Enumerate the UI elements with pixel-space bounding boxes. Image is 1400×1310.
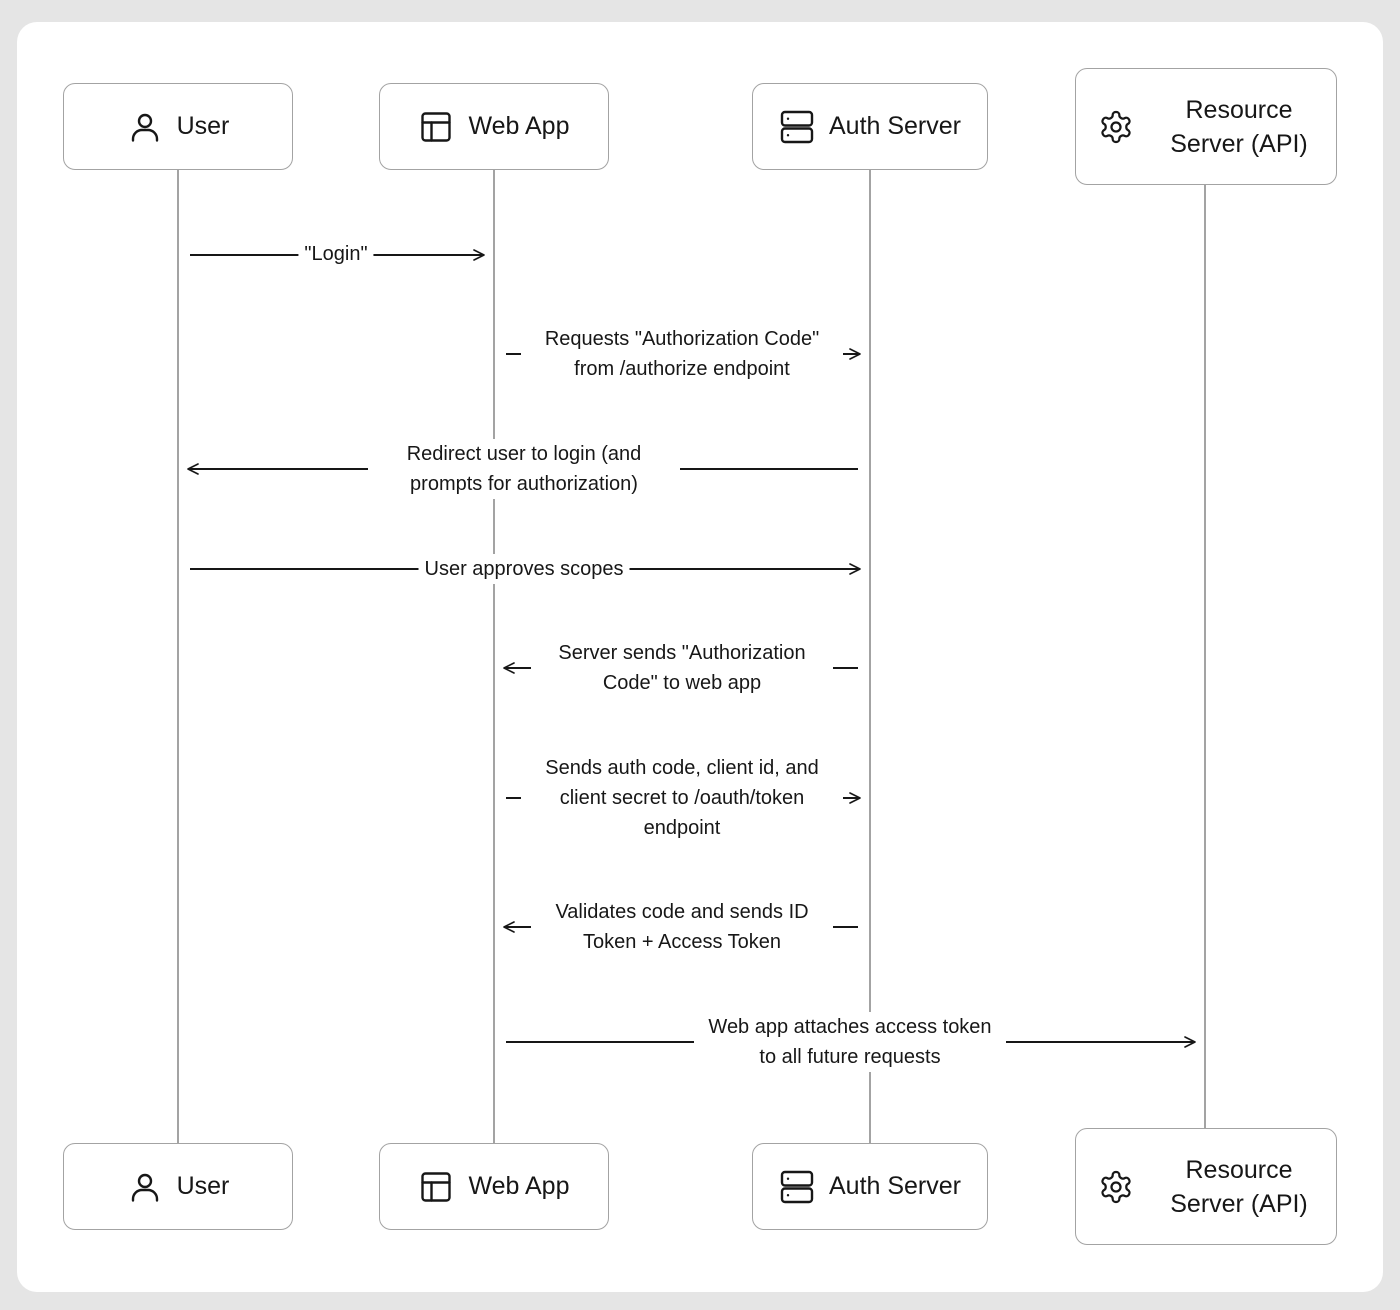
participant-user-top: User [63, 83, 293, 170]
participant-label: Auth Server [828, 1172, 961, 1200]
message-label-token-request: Sends auth code, client id, and client s… [521, 753, 843, 843]
layout-icon [418, 109, 454, 145]
participant-auth-server-top: Auth Server [752, 83, 988, 170]
participant-label: Auth Server [828, 112, 961, 140]
server-icon [779, 109, 815, 145]
user-icon [127, 109, 163, 145]
message-label-approve-scopes: User approves scopes [418, 554, 630, 584]
participant-label: Resource Server (API) [1170, 95, 1308, 158]
participant-user-bottom: User [63, 1143, 293, 1230]
participant-label: Resource Server (API) [1170, 1155, 1308, 1218]
participant-web-app-top: Web App [379, 83, 609, 170]
message-label-validate-and-send-tokens: Validates code and sends ID Token + Acce… [531, 897, 833, 957]
message-label-send-authorization-code: Server sends "Authorization Code" to web… [531, 638, 833, 698]
message-label-redirect-to-login: Redirect user to login (and prompts for … [368, 439, 680, 499]
gear-icon [1098, 109, 1134, 145]
participant-label: Web App [468, 1172, 570, 1200]
user-icon [127, 1169, 163, 1205]
layout-icon [418, 1169, 454, 1205]
participant-resource-server-bottom: Resource Server (API) [1075, 1128, 1337, 1245]
participant-web-app-bottom: Web App [379, 1143, 609, 1230]
participant-auth-server-bottom: Auth Server [752, 1143, 988, 1230]
message-label-attach-access-token: Web app attaches access token to all fut… [694, 1012, 1006, 1072]
server-icon [779, 1169, 815, 1205]
message-label-request-authorization-code: Requests "Authorization Code" from /auth… [521, 324, 843, 384]
message-label-login: "Login" [298, 239, 374, 269]
participant-resource-server-top: Resource Server (API) [1075, 68, 1337, 185]
participant-label: User [176, 1172, 230, 1200]
participant-label: User [176, 112, 230, 140]
participant-label: Web App [468, 112, 570, 140]
gear-icon [1098, 1169, 1134, 1205]
